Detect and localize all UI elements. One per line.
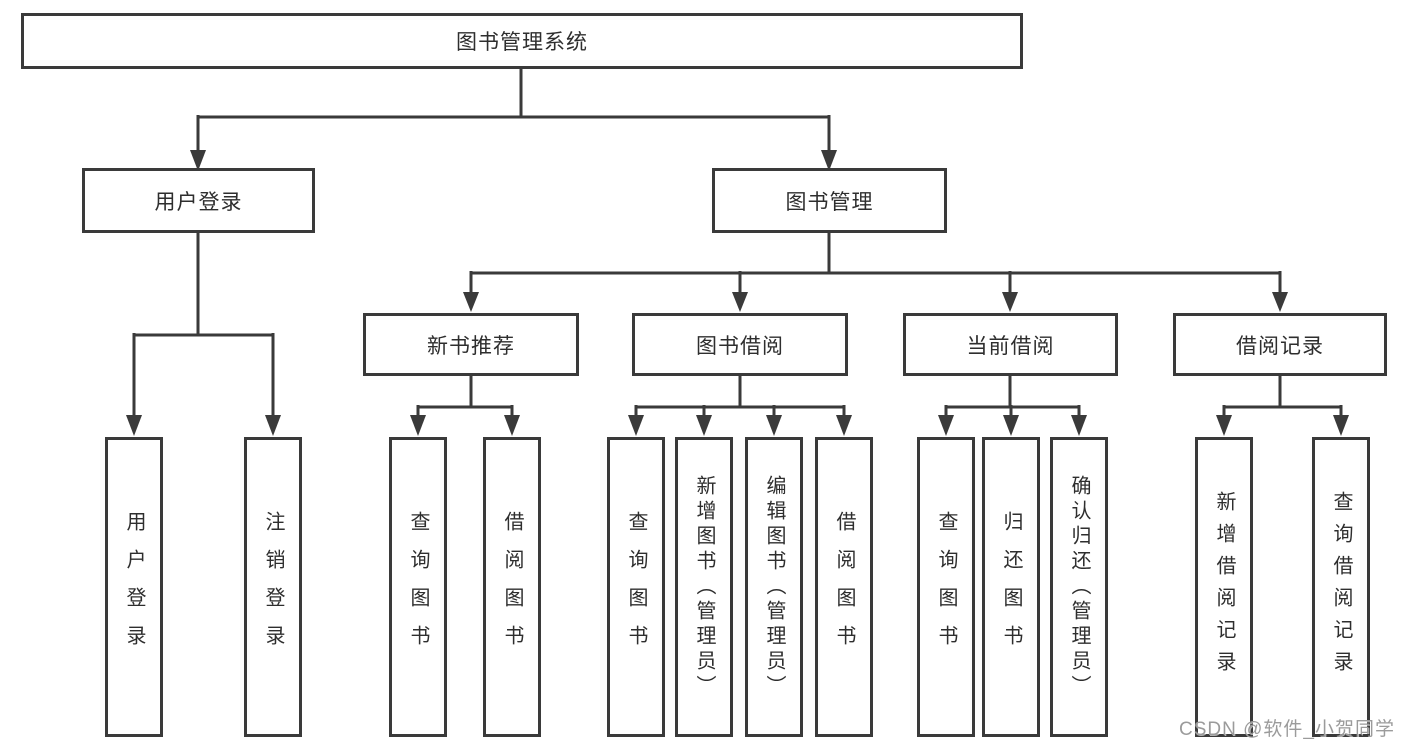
leaf-borrow-add-label: 新增图书（管理员） (693, 474, 715, 700)
node-book-management-label: 图书管理 (785, 190, 874, 214)
node-book-borrow: 图书借阅 (632, 313, 848, 376)
leaf-borrow-query-label: 查询图书 (625, 511, 647, 663)
node-current-borrow-label: 当前借阅 (966, 334, 1055, 358)
node-root-label: 图书管理系统 (456, 31, 588, 54)
leaf-record-add-label: 新增借阅记录 (1213, 491, 1235, 683)
leaf-newbook-borrow-label: 借阅图书 (501, 511, 523, 663)
leaf-borrow-edit: 编辑图书（管理员） (745, 437, 803, 737)
node-book-borrow-label: 图书借阅 (696, 334, 784, 358)
leaf-borrow-query: 查询图书 (607, 437, 665, 737)
leaf-current-return: 归还图书 (982, 437, 1040, 737)
leaf-logout: 注销登录 (244, 437, 302, 737)
node-root: 图书管理系统 (21, 13, 1023, 69)
leaf-newbook-query: 查询图书 (389, 437, 447, 737)
node-current-borrow: 当前借阅 (903, 313, 1118, 376)
node-borrow-records-label: 借阅记录 (1236, 334, 1324, 358)
leaf-logout-label: 注销登录 (262, 511, 284, 663)
leaf-record-query-label: 查询借阅记录 (1330, 491, 1352, 683)
node-borrow-records: 借阅记录 (1173, 313, 1387, 376)
leaf-record-query: 查询借阅记录 (1312, 437, 1370, 737)
leaf-borrow-edit-label: 编辑图书（管理员） (763, 474, 785, 700)
leaf-current-query: 查询图书 (917, 437, 975, 737)
node-new-book-recommend: 新书推荐 (363, 313, 579, 376)
leaf-current-return-label: 归还图书 (1000, 511, 1022, 663)
node-user-login: 用户登录 (82, 168, 315, 233)
node-new-book-recommend-label: 新书推荐 (427, 334, 515, 358)
leaf-current-confirm-return-label: 确认归还（管理员） (1068, 474, 1090, 700)
leaf-user-login: 用户登录 (105, 437, 163, 737)
leaf-newbook-query-label: 查询图书 (407, 511, 429, 663)
leaf-current-query-label: 查询图书 (935, 511, 957, 663)
watermark-text: CSDN @软件_小贺同学 (1179, 719, 1395, 740)
leaf-borrow-add: 新增图书（管理员） (675, 437, 733, 737)
node-user-login-label: 用户登录 (154, 190, 243, 214)
leaf-current-confirm-return: 确认归还（管理员） (1050, 437, 1108, 737)
leaf-record-add: 新增借阅记录 (1195, 437, 1253, 737)
node-book-management: 图书管理 (712, 168, 947, 233)
leaf-borrow-borrow-label: 借阅图书 (833, 511, 855, 663)
leaf-newbook-borrow: 借阅图书 (483, 437, 541, 737)
leaf-borrow-borrow: 借阅图书 (815, 437, 873, 737)
leaf-user-login-label: 用户登录 (123, 511, 145, 663)
